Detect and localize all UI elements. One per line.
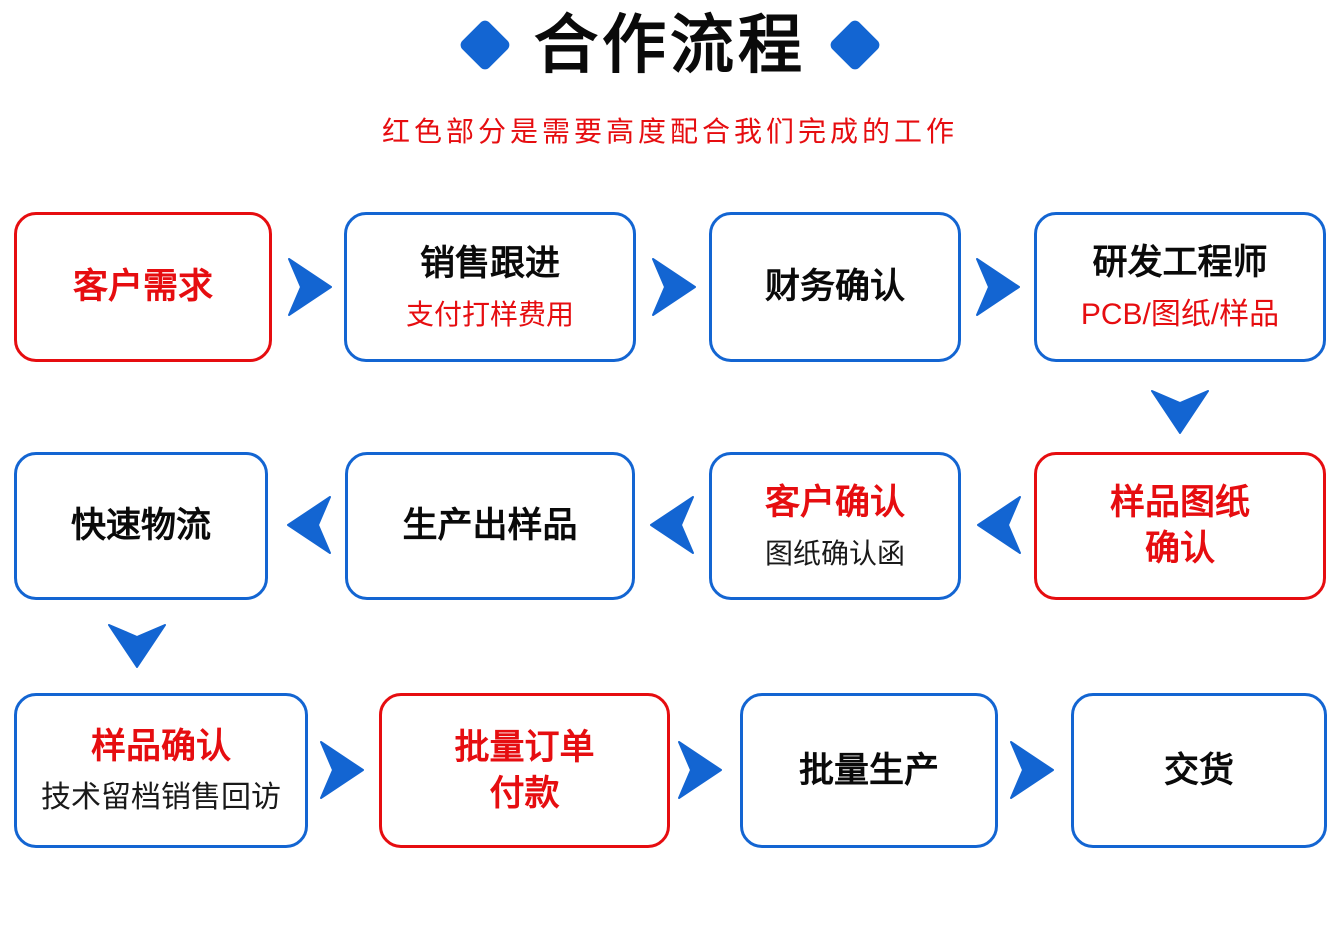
left-arrow-icon bbox=[650, 496, 694, 554]
page-subtitle: 红色部分是需要高度配合我们完成的工作 bbox=[381, 116, 958, 147]
node-title: 财务确认 bbox=[764, 267, 905, 307]
node-subtitle: 图纸确认函 bbox=[764, 538, 905, 570]
node-title: 销售跟进 bbox=[419, 244, 560, 284]
node-sample-confirm: 样品确认 技术留档销售回访 bbox=[14, 693, 308, 848]
left-arrow-icon bbox=[977, 496, 1021, 554]
right-arrow-icon bbox=[1010, 741, 1054, 799]
right-arrow-icon bbox=[320, 741, 364, 799]
node-customer-demand: 客户需求 bbox=[14, 212, 272, 362]
right-arrow-icon bbox=[652, 258, 696, 316]
node-subtitle: 技术留档销售回访 bbox=[41, 781, 281, 815]
node-title-line2: 付款 bbox=[489, 773, 560, 813]
node-fast-logistics: 快速物流 bbox=[14, 452, 268, 600]
node-sample-drawing-confirm: 样品图纸 确认 bbox=[1034, 452, 1326, 600]
node-produce-sample: 生产出样品 bbox=[345, 452, 635, 600]
node-title: 快速物流 bbox=[70, 506, 211, 546]
down-arrow-icon bbox=[108, 624, 166, 668]
node-subtitle: PCB/图纸/样品 bbox=[1080, 297, 1280, 331]
node-title: 研发工程师 bbox=[1092, 243, 1268, 283]
node-subtitle: 支付打样费用 bbox=[405, 299, 574, 331]
page-title: 合作流程 bbox=[534, 9, 806, 81]
node-sales-followup: 销售跟进 支付打样费用 bbox=[344, 212, 636, 362]
node-title-line1: 批量订单 bbox=[454, 727, 595, 767]
node-title: 客户确认 bbox=[764, 483, 905, 523]
left-arrow-icon bbox=[287, 496, 331, 554]
node-title: 生产出样品 bbox=[402, 506, 578, 546]
diamond-icon bbox=[828, 18, 882, 73]
right-arrow-icon bbox=[678, 741, 722, 799]
node-delivery: 交货 bbox=[1071, 693, 1327, 848]
node-bulk-order-payment: 批量订单 付款 bbox=[379, 693, 670, 848]
node-bulk-production: 批量生产 bbox=[740, 693, 998, 848]
node-rd-engineer: 研发工程师 PCB/图纸/样品 bbox=[1034, 212, 1326, 362]
node-finance-confirm: 财务确认 bbox=[709, 212, 961, 362]
node-title: 交货 bbox=[1163, 750, 1234, 790]
node-customer-confirm: 客户确认 图纸确认函 bbox=[709, 452, 961, 600]
right-arrow-icon bbox=[288, 258, 332, 316]
node-title: 批量生产 bbox=[798, 750, 939, 790]
node-title-line1: 样品图纸 bbox=[1109, 483, 1250, 523]
page-header: 合作流程 bbox=[0, 10, 1340, 80]
node-title: 样品确认 bbox=[90, 726, 231, 766]
right-arrow-icon bbox=[976, 258, 1020, 316]
node-title-line2: 确认 bbox=[1144, 529, 1215, 568]
diamond-icon bbox=[458, 18, 512, 73]
down-arrow-icon bbox=[1151, 390, 1209, 434]
node-title: 客户需求 bbox=[72, 267, 213, 307]
